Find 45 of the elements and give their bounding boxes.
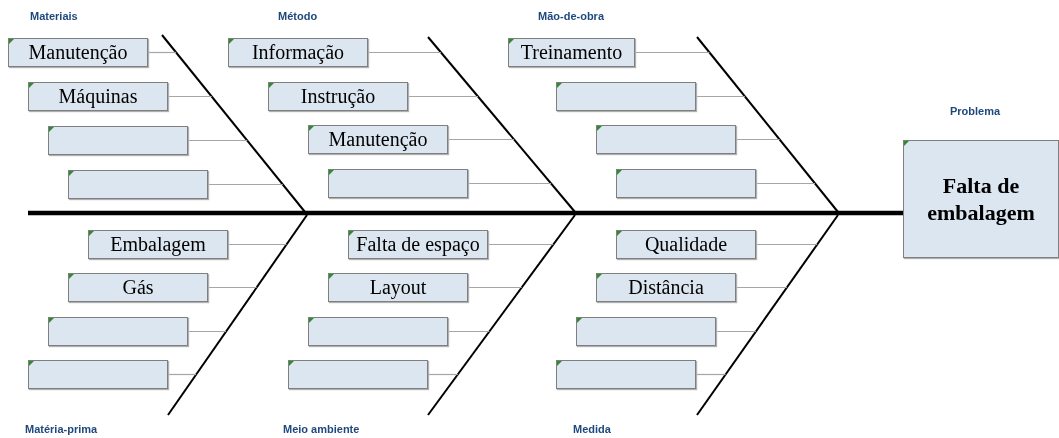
cause-box: Layout (328, 273, 468, 302)
spine-line (28, 210, 903, 216)
category-label: Mão-de-obra (538, 10, 604, 22)
connector-line (207, 183, 284, 186)
connector-line (487, 243, 554, 246)
connector-line (634, 51, 711, 54)
connector-line (755, 243, 818, 246)
connector-line (427, 373, 459, 376)
cause-box: Distância (596, 273, 736, 302)
connector-line (367, 51, 442, 54)
connector-line (207, 286, 258, 289)
connector-line (695, 95, 746, 98)
cause-box: Manutenção (8, 38, 148, 67)
cause-box: Instrução (268, 82, 408, 111)
cause-box: Falta de espaço (348, 230, 488, 259)
connector-line (447, 330, 490, 333)
cause-box: Informação (228, 38, 368, 67)
connector-line (167, 373, 197, 376)
problem-box: Falta de embalagem (903, 140, 1059, 258)
category-label: Método (278, 10, 318, 22)
connector-line (715, 330, 757, 333)
category-label: Meio ambiente (283, 423, 360, 435)
category-label: Matéria-prima (25, 423, 98, 435)
connector-line (735, 138, 781, 141)
cause-box: Gás (68, 273, 208, 302)
connector-line (447, 138, 515, 141)
problem-heading: Problema (950, 105, 1001, 117)
connector-line (167, 95, 213, 98)
category-label: Materiais (30, 10, 78, 22)
connector-line (187, 330, 227, 333)
connector-line (227, 243, 288, 246)
connector-line (735, 286, 788, 289)
connector-line (187, 139, 248, 142)
cause-box: Embalagem (88, 230, 228, 259)
connector-line (755, 182, 816, 185)
connector-line (147, 51, 177, 54)
cause-box: Treinamento (508, 38, 635, 67)
connector-line (407, 95, 479, 98)
cause-box: Máquinas (28, 82, 168, 111)
connector-line (695, 373, 727, 376)
category-label: Medida (573, 423, 611, 435)
connector-line (467, 182, 552, 185)
cause-box: Qualidade (616, 230, 756, 259)
cause-box: Manutenção (308, 125, 448, 154)
connector-line (467, 286, 523, 289)
